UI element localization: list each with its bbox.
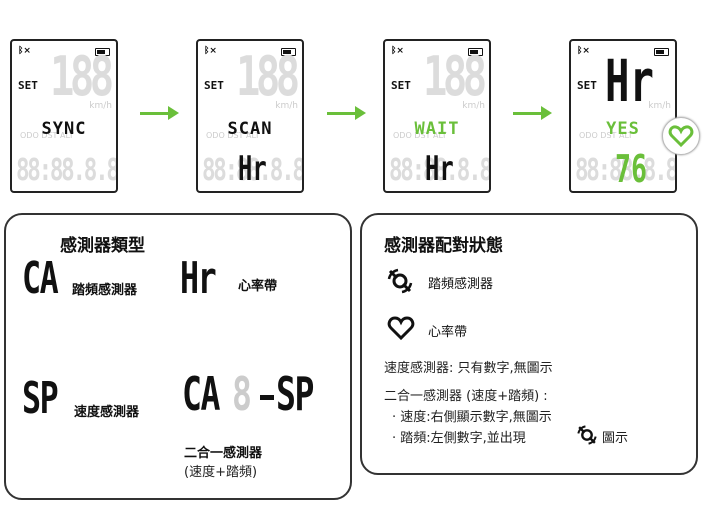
sensor-code: Hr — [238, 149, 267, 189]
set-label: SET — [18, 79, 38, 92]
cadence-icon — [577, 425, 597, 445]
ghost-unit: km/h — [462, 101, 485, 111]
mode-text: YES — [606, 119, 640, 139]
lcd-screen-yes: ᛒ× Hr km/h ODO DST ALT SET YES 88:88.8.8… — [569, 39, 677, 193]
bluetooth-off-icon: ᛒ× — [204, 46, 217, 56]
lcd-screen-sync: ᛒ× 188 km/h ODO DST ALT SET SYNC 88:88.8… — [10, 39, 118, 193]
sensor-types-title: 感測器類型 — [60, 236, 145, 256]
ghost-unit: km/h — [275, 101, 298, 111]
lcd-screen-wait: ᛒ× 188 km/h ODO DST ALT SET WAIT 88:88.8… — [383, 39, 491, 193]
ghost-unit: km/h — [89, 101, 112, 111]
pairing-hr-label: 心率帶 — [428, 325, 468, 340]
battery-icon — [654, 48, 669, 56]
ghost-bottom-digits: 88:88.8.8 — [202, 153, 304, 188]
mode-text: SYNC — [41, 119, 87, 139]
sensor-code: Hr — [425, 149, 454, 189]
ghost-unit: km/h — [648, 101, 671, 111]
combo-label-2: (速度+踏頻) — [184, 465, 258, 480]
mode-text: WAIT — [414, 119, 460, 139]
pairing-status-panel: 感測器配對狀態 踏頻感測器 心率帶 速度感測器: 只有數字,無圖示 二合一感測器… — [360, 213, 698, 475]
combo-label-1: 二合一感測器 — [184, 446, 263, 461]
hr-label: 心率帶 — [238, 279, 278, 294]
battery-icon — [281, 48, 296, 56]
combo-dash — [260, 395, 274, 400]
heart-icon — [387, 316, 415, 341]
lcd-screen-scan: ᛒ× 188 km/h ODO DST ALT SET SCAN 88:88.8… — [196, 39, 304, 193]
bluetooth-off-icon: ᛒ× — [391, 46, 404, 56]
combo-code-right: SP — [276, 367, 314, 421]
battery-icon — [468, 48, 483, 56]
heart-rate-value: 76 — [615, 147, 648, 191]
pairing-cadence-label: 踏頻感測器 — [428, 277, 494, 292]
combo-pairing-line: 二合一感測器 (速度+踏頻) : — [384, 389, 548, 404]
combo-bullet-speed: · 速度:右側顯示數字,無圖示 — [392, 410, 552, 425]
ghost-top-digits: 188 — [423, 45, 487, 108]
sensor-code-large: Hr — [605, 47, 654, 115]
arrow-right-icon — [140, 106, 179, 120]
arrow-right-icon — [513, 106, 552, 120]
pairing-title: 感測器配對狀態 — [384, 236, 503, 256]
ghost-line: ODO DST ALT — [206, 131, 260, 140]
set-label: SET — [391, 79, 411, 92]
arrow-right-icon — [327, 106, 366, 120]
cadence-icon — [387, 268, 413, 294]
sensor-types-panel: 感測器類型 CA 踏頻感測器 Hr 心率帶 SP 速度感測器 CA 8 SP 二… — [4, 213, 352, 500]
set-label: SET — [204, 79, 224, 92]
bluetooth-off-icon: ᛒ× — [18, 46, 31, 56]
bluetooth-off-icon: ᛒ× — [577, 46, 590, 56]
ghost-bottom-digits: 88:88.8.8 — [575, 153, 677, 188]
ghost-line: ODO DST ALT — [20, 131, 74, 140]
speed-code: SP — [22, 373, 59, 424]
cadence-code: CA — [22, 253, 59, 304]
speed-label: 速度感測器 — [74, 405, 140, 420]
ghost-line: ODO DST ALT — [579, 131, 633, 140]
ghost-bottom-digits: 88:88.8.8 — [389, 153, 491, 188]
cadence-label: 踏頻感測器 — [72, 283, 138, 298]
heart-icon — [668, 125, 694, 148]
combo-bullet-cadence-suffix: 圖示 — [602, 431, 629, 446]
combo-code-ghost: 8 — [232, 367, 252, 421]
ghost-bottom-digits: 88:88.8.8 — [16, 153, 118, 188]
ghost-top-digits: 188 — [236, 45, 300, 108]
battery-icon — [95, 48, 110, 56]
ghost-top-digits: 188 — [50, 45, 114, 108]
speed-pairing-line: 速度感測器: 只有數字,無圖示 — [384, 361, 553, 376]
hr-code: Hr — [180, 253, 217, 304]
heart-badge — [662, 117, 700, 155]
mode-text: SCAN — [227, 119, 273, 139]
combo-code-left: CA — [182, 367, 220, 421]
ghost-line: ODO DST ALT — [393, 131, 447, 140]
set-label: SET — [577, 79, 597, 92]
combo-bullet-cadence: · 踏頻:左側數字,並出現 — [392, 431, 526, 446]
